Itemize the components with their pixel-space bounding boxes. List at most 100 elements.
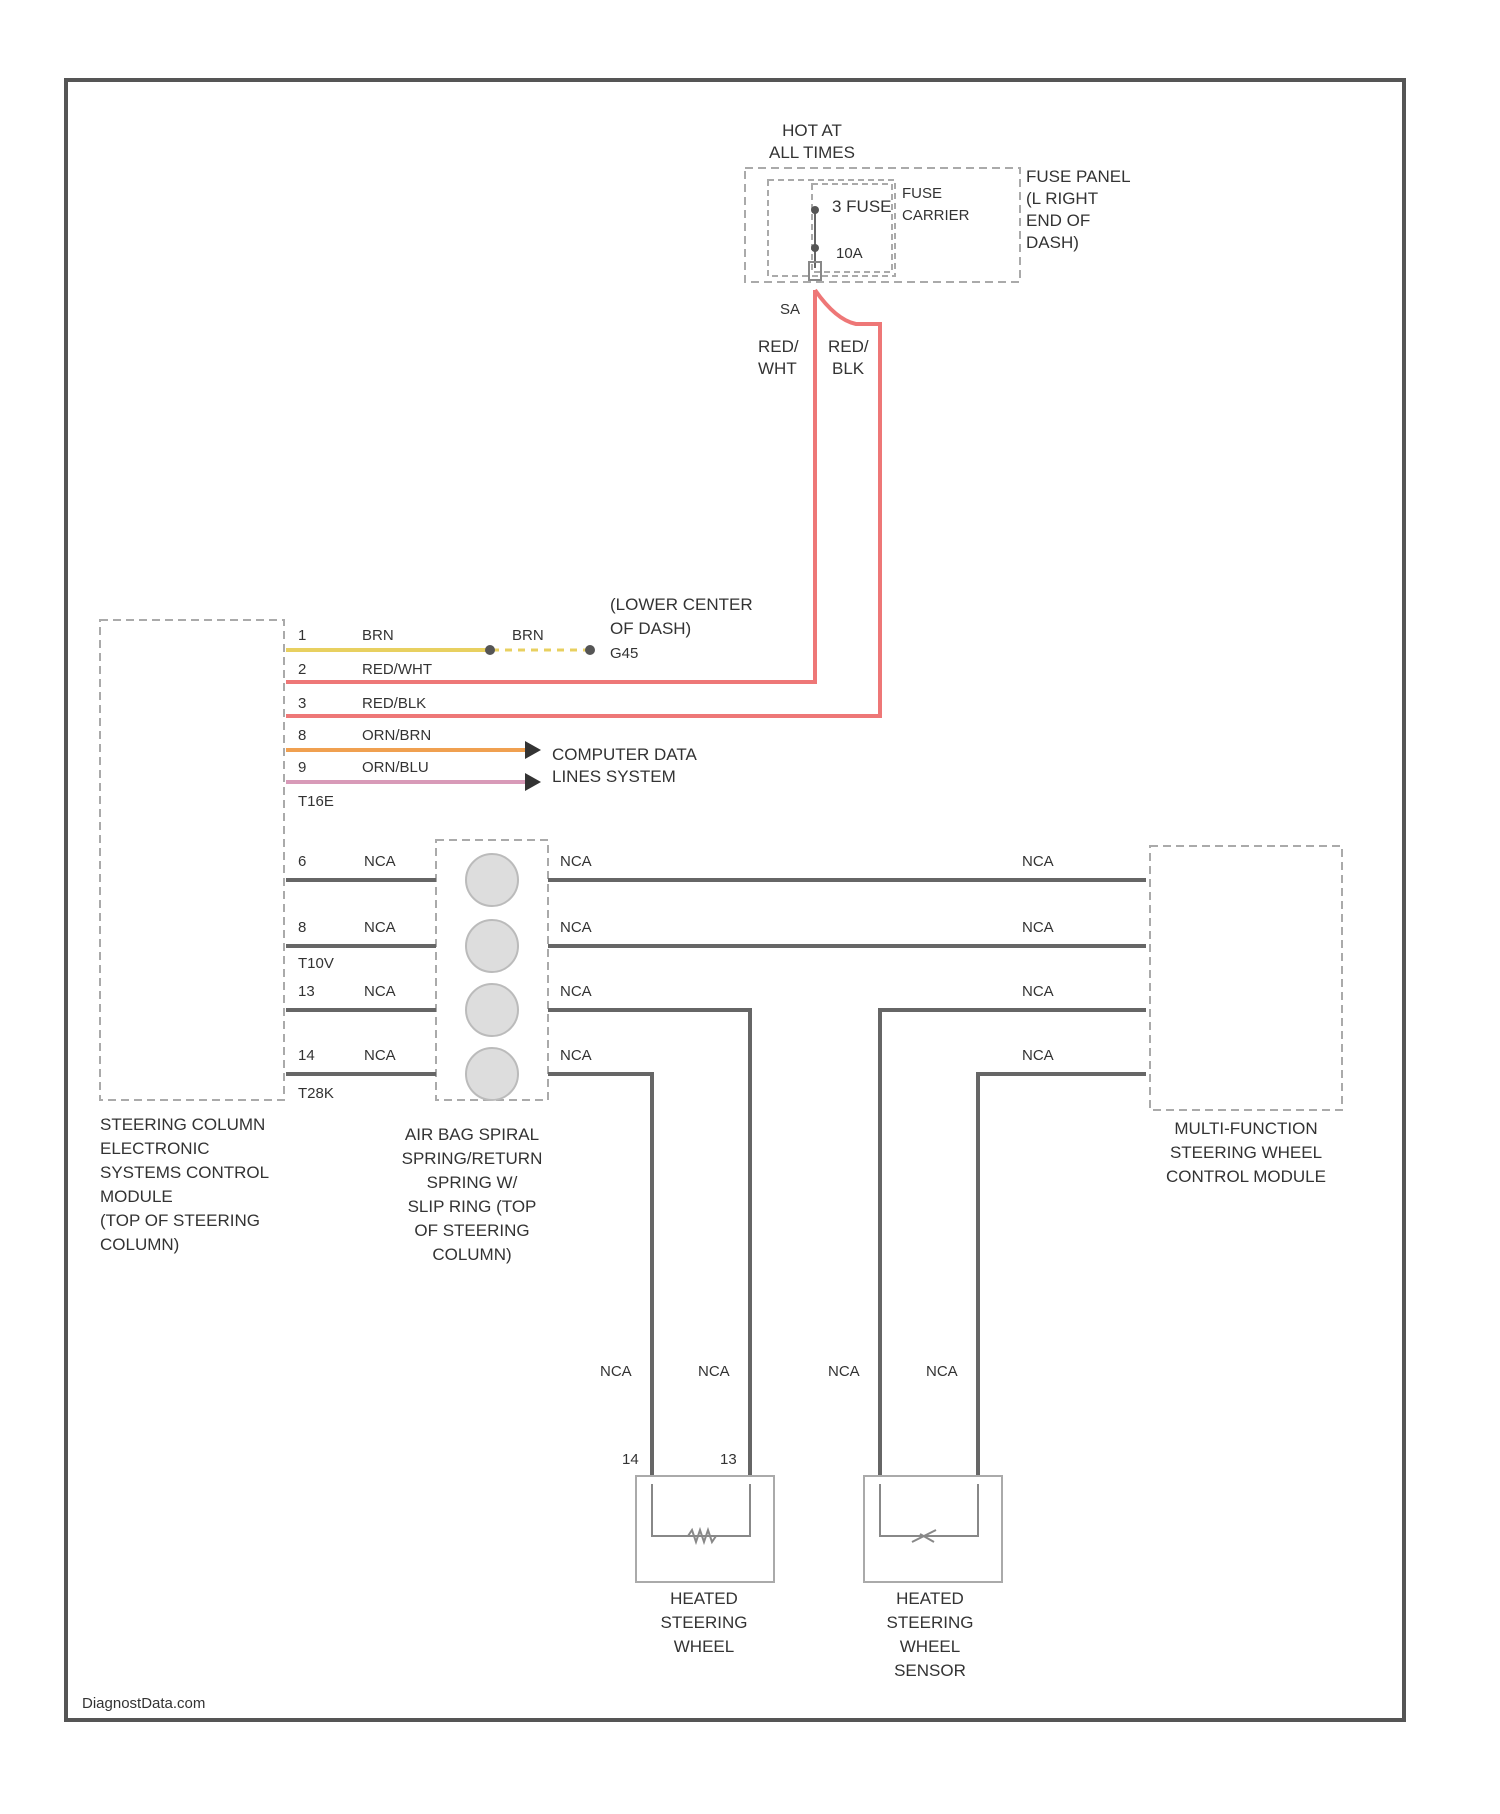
sensor-element: [880, 1484, 978, 1536]
ground-label-1: (LOWER CENTER: [610, 595, 753, 614]
spiral-ring-1: [466, 854, 518, 906]
module-label-3: SYSTEMS CONTROL: [100, 1163, 269, 1182]
wire-red-wht: [286, 290, 815, 682]
heated-steering-wheel: [636, 1476, 774, 1582]
fuse-panel-label-2: (L RIGHT: [1026, 189, 1098, 208]
lower-color-far-3: NCA: [1022, 983, 1054, 1000]
mf-label-1: MULTI-FUNCTION: [1174, 1119, 1317, 1138]
ground-label-2: OF DASH): [610, 619, 691, 638]
heater-label-3: WHEEL: [674, 1637, 734, 1656]
module-label-5: (TOP OF STEERING: [100, 1211, 260, 1230]
fuse-pin-label: SA: [780, 301, 800, 318]
module-wire-color-8: ORN/BRN: [362, 727, 431, 744]
lower-color-left-2: NCA: [364, 919, 396, 936]
wire-gray-mf-4: [978, 1074, 1146, 1476]
mf-label-3: CONTROL MODULE: [1166, 1167, 1326, 1186]
steering-column-module: [100, 620, 284, 1100]
data-line-arrow-1: [525, 741, 541, 759]
fuse-panel-label-1: FUSE PANEL: [1026, 167, 1131, 186]
module-label-6: COLUMN): [100, 1235, 179, 1254]
lower-color-far-2: NCA: [1022, 919, 1054, 936]
fuse-panel-outline: [745, 168, 1020, 282]
vertical-color-2: NCA: [698, 1363, 730, 1380]
spiral-label-5: OF STEERING: [414, 1221, 529, 1240]
sensor-label-1: HEATED: [896, 1589, 964, 1608]
connector-low-label: T28K: [298, 1085, 334, 1102]
heater-housing: [636, 1476, 774, 1582]
diagram-frame: [66, 80, 1404, 1720]
vertical-color-3: NCA: [828, 1363, 860, 1380]
ground-point: [585, 645, 595, 655]
spiral-ring-2: [466, 920, 518, 972]
carrier-label-1: FUSE: [902, 185, 942, 202]
data-lines-label-2: LINES SYSTEM: [552, 767, 676, 786]
fuse-terminal-top: [811, 206, 819, 214]
module-label-2: ELECTRONIC: [100, 1139, 210, 1158]
module-wire-color-9: ORN/BLU: [362, 759, 429, 776]
module-wire-color-1: BRN: [362, 627, 394, 644]
lower-color-left-1: NCA: [364, 853, 396, 870]
module-pin-1: 1: [298, 627, 306, 644]
module-label-1: STEERING COLUMN: [100, 1115, 265, 1134]
lower-pin-13: 13: [298, 983, 315, 1000]
lower-pin-14: 14: [298, 1047, 315, 1064]
module-pin-9: 9: [298, 759, 306, 776]
fuse-panel-label-3: END OF: [1026, 211, 1090, 230]
lower-color-left-3: NCA: [364, 983, 396, 1000]
lower-color-right-4: NCA: [560, 1047, 592, 1064]
fuse-panel-label-4: DASH): [1026, 233, 1079, 252]
feed-left-color-1: RED/: [758, 337, 799, 356]
lower-color-far-4: NCA: [1022, 1047, 1054, 1064]
feed-right-color-1: RED/: [828, 337, 869, 356]
lower-color-right-1: NCA: [560, 853, 592, 870]
lower-color-right-2: NCA: [560, 919, 592, 936]
spiral-label-4: SLIP RING (TOP: [408, 1197, 537, 1216]
data-line-arrow-2: [525, 773, 541, 791]
connector-top-label: T16E: [298, 793, 334, 810]
heater-pin-13: 13: [720, 1451, 737, 1468]
feed-right-color-2: BLK: [832, 359, 865, 378]
module-pin-8: 8: [298, 727, 306, 744]
fuse-amp-label: 10A: [836, 245, 863, 262]
spiral-spring-connector: [436, 840, 548, 1100]
watermark: DiagnostData.com: [82, 1695, 205, 1712]
module-label-4: MODULE: [100, 1187, 173, 1206]
all-times-label: ALL TIMES: [769, 143, 855, 162]
lower-color-right-3: NCA: [560, 983, 592, 1000]
multi-function-module: [1150, 846, 1342, 1110]
feed-left-color-2: WHT: [758, 359, 797, 378]
lower-color-far-1: NCA: [1022, 853, 1054, 870]
module-wire-color-3: RED/BLK: [362, 695, 426, 712]
splice-dot: [485, 645, 495, 655]
fuse-panel: HOT AT ALL TIMES 3 FUSE FUSE CARRIER 10A…: [745, 121, 1131, 318]
spiral-label-6: COLUMN): [432, 1245, 511, 1264]
heater-label-2: STEERING: [661, 1613, 748, 1632]
wire-gray-right-4: [548, 1074, 652, 1476]
spiral-label-3: SPRING W/: [427, 1173, 518, 1192]
spiral-label-2: SPRING/RETURN: [402, 1149, 543, 1168]
sensor-label-4: SENSOR: [894, 1661, 966, 1680]
heater-label-1: HEATED: [670, 1589, 738, 1608]
hot-at-label: HOT AT: [782, 121, 842, 140]
fuse-number-label: 3 FUSE: [832, 197, 892, 216]
spiral-ring-4: [466, 1048, 518, 1100]
spiral-ring-3: [466, 984, 518, 1036]
lower-pin-8: 8: [298, 919, 306, 936]
spiral-label-1: AIR BAG SPIRAL: [405, 1125, 539, 1144]
carrier-label-2: CARRIER: [902, 207, 970, 224]
ground-segment-color: BRN: [512, 627, 544, 644]
sensor-housing: [864, 1476, 1002, 1582]
sensor-label-3: WHEEL: [900, 1637, 960, 1656]
ground-id: G45: [610, 645, 638, 662]
data-lines-label-1: COMPUTER DATA: [552, 745, 697, 764]
wire-gray-right-3: [548, 1010, 750, 1476]
fuse-terminal-bottom: [811, 244, 819, 252]
vertical-color-1: NCA: [600, 1363, 632, 1380]
module-pin-3: 3: [298, 695, 306, 712]
heated-wheel-sensor: [864, 1476, 1002, 1582]
vertical-color-4: NCA: [926, 1363, 958, 1380]
heater-element: [652, 1484, 750, 1536]
connector-mid-label: T10V: [298, 955, 334, 972]
sensor-label-2: STEERING: [887, 1613, 974, 1632]
